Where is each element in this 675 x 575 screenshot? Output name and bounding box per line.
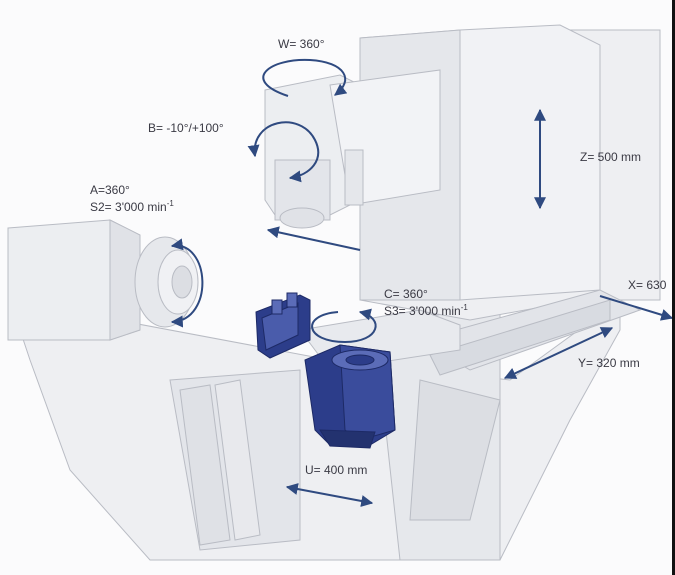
u-axis-label: U= 400 mm bbox=[305, 463, 368, 477]
u-linear-icon bbox=[285, 483, 374, 507]
x-axis-label: X= 630 bbox=[628, 278, 667, 292]
s3-speed-label: S3= 3'000 min-1 bbox=[384, 303, 468, 318]
motion-arrows bbox=[170, 58, 674, 507]
x-linear-icon bbox=[599, 295, 674, 321]
c-rotation-icon bbox=[311, 308, 377, 344]
spindle-direction-icon bbox=[266, 226, 361, 251]
y-linear-icon bbox=[503, 327, 614, 379]
rotary-workpiece bbox=[304, 344, 396, 449]
z-axis-label: Z= 500 mm bbox=[580, 150, 642, 164]
y-axis-label: Y= 320 mm bbox=[578, 356, 640, 370]
a-axis-label: A=360° bbox=[90, 183, 130, 197]
s2-speed-label: S2= 3'000 min-1 bbox=[90, 199, 174, 214]
b-axis-label: B= -10°/+100° bbox=[148, 121, 224, 135]
b-rotation-icon bbox=[247, 121, 320, 183]
headstock bbox=[7, 219, 199, 341]
c-axis-label: C= 360° bbox=[384, 287, 428, 301]
workpiece-fixture bbox=[255, 292, 311, 359]
page-edge-border bbox=[672, 0, 675, 575]
w-rotation-icon bbox=[262, 58, 348, 97]
a-rotation-icon bbox=[170, 238, 204, 328]
w-axis-label: W= 360° bbox=[278, 37, 325, 51]
